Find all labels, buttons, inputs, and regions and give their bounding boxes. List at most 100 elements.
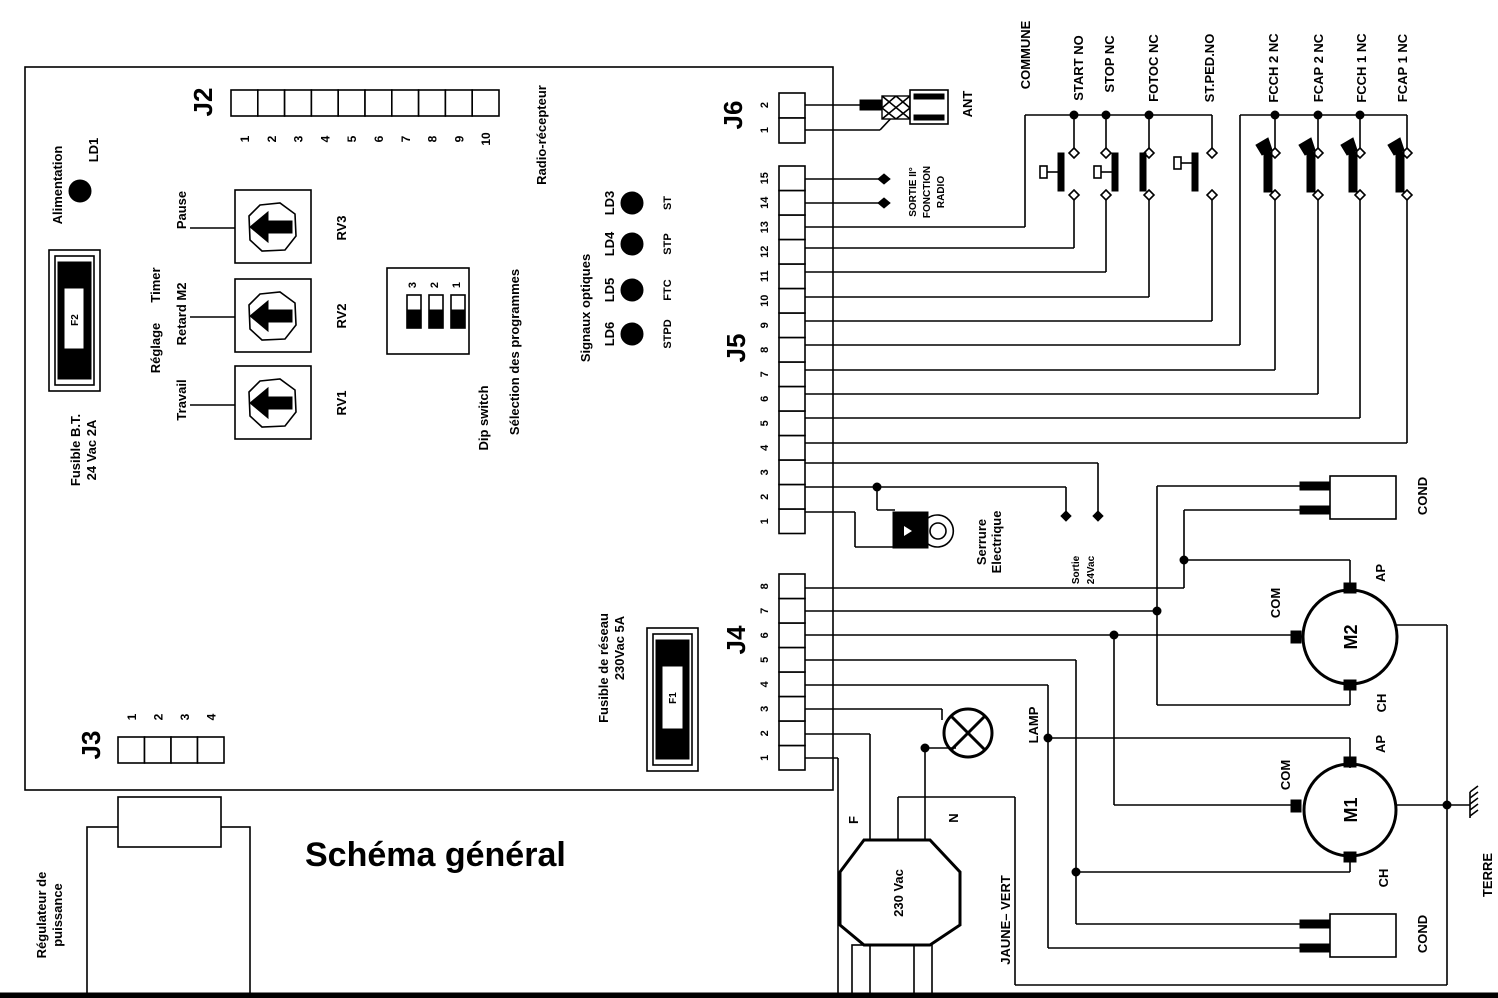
j4-pin-label: 5 — [759, 657, 771, 663]
j5-pin-label: 1 — [759, 518, 771, 524]
j2-pin-label: 10 — [479, 132, 493, 146]
connector-j6: J6 2 1 — [718, 92, 806, 144]
j5-cell — [778, 434, 806, 461]
fotoc-label: FOTOC NC — [1146, 34, 1161, 102]
start-label: START NO — [1071, 35, 1086, 100]
led-icon — [620, 322, 644, 346]
j4-pin-label: 6 — [759, 632, 771, 638]
fuse-f1: F1 Fusible de réseau 230Vac 5A — [596, 613, 699, 772]
rv1-label: RV1 — [334, 390, 349, 415]
j5-cell — [778, 165, 806, 192]
ld1-desc: Alimentation — [50, 146, 65, 225]
j2-cell — [337, 89, 366, 117]
travail-label: Travail — [174, 379, 189, 420]
j4-cell — [778, 597, 806, 624]
capacitor-bottom: COND — [1299, 913, 1430, 958]
j5-pin-label: 5 — [759, 420, 771, 426]
j5-cell — [778, 483, 806, 510]
led-id: LD3 — [602, 191, 617, 216]
power-regulator: Régulateur de puissance — [34, 796, 251, 998]
j5-cell — [778, 385, 806, 412]
j2-pin-label: 7 — [399, 135, 413, 142]
sortie2-l3: RADIO — [936, 176, 947, 208]
j5-pin-label: 12 — [759, 246, 771, 258]
motor-m1: M1 COM AP CH — [1278, 735, 1398, 887]
m1-label: M1 — [1341, 797, 1361, 822]
f1-desc-1: Fusible de réseau — [596, 613, 611, 723]
rv3-label: RV3 — [334, 215, 349, 240]
limit-switches — [805, 110, 1414, 444]
j2-cell — [230, 89, 259, 117]
sortie2-l1: SORTIE II° — [908, 167, 919, 217]
n-label: N — [946, 813, 961, 822]
sortie2-l2: FONCTION — [922, 166, 933, 218]
trimmer-rv2: RV2 — [234, 278, 349, 353]
j2-cell — [256, 89, 286, 117]
f2-desc-2: 24 Vac 2A — [84, 419, 99, 480]
led-signal: STPD — [662, 319, 674, 348]
led-ld1: LD1 Alimentation — [50, 138, 101, 225]
j2-cell — [283, 89, 313, 117]
j4-pin-label: 2 — [759, 730, 771, 736]
j6-pin-1: 1 — [759, 127, 771, 133]
j3-cell — [117, 736, 146, 764]
cond-top-label: COND — [1415, 477, 1430, 515]
j4-cell — [778, 646, 806, 673]
fcap2-label: FCAP 2 NC — [1311, 33, 1326, 102]
j4-cell — [778, 720, 806, 747]
j2-pin-label: 4 — [318, 135, 332, 142]
j5-cell — [778, 312, 806, 339]
plug-label: 230 Vac — [891, 869, 906, 917]
j5-pin-label: 2 — [759, 494, 771, 500]
f1-label: F1 — [668, 692, 679, 704]
dip-label-2: Sélection des programmes — [507, 269, 522, 435]
sortie24-l2: 24Vac — [1086, 555, 1097, 584]
dip-pin-2: 2 — [429, 282, 441, 288]
j5-cell — [778, 238, 806, 265]
stped-label: ST.PED.NO — [1202, 34, 1217, 103]
capacitor-top: COND — [1299, 475, 1430, 520]
lamp-icon — [942, 707, 994, 759]
lock-and-24v: Sortie 24Vac Serrure Electrique — [805, 462, 1104, 584]
j4-pin-label: 4 — [759, 680, 771, 687]
m2-com: COM — [1268, 588, 1283, 618]
m2-label: M2 — [1341, 624, 1361, 649]
fcap1-label: FCAP 1 NC — [1395, 33, 1410, 102]
regulateur-l1: Régulateur de — [34, 872, 49, 959]
j5-cell — [778, 336, 806, 363]
j4-pin-label: 1 — [759, 755, 771, 761]
j5-pin-label: 14 — [759, 196, 771, 209]
lamp-label: LAMP — [1026, 706, 1041, 743]
j2-label: J2 — [188, 88, 218, 117]
j3-cell — [143, 736, 172, 764]
j3-pin-label: 2 — [152, 713, 166, 720]
led-signal: FTC — [662, 279, 674, 300]
stop-label: STOP NC — [1102, 35, 1117, 93]
j4-cell — [778, 622, 806, 649]
reglage-label: Réglage — [148, 323, 163, 374]
j2-cell — [444, 89, 473, 117]
led-id: LD6 — [602, 322, 617, 347]
m1-ap: AP — [1373, 735, 1388, 753]
led-signal: STP — [662, 233, 674, 254]
power-wiring: LAMP M2 COM AP CH M1 COM AP CH — [805, 475, 1495, 998]
pause-label: Pause — [174, 191, 189, 229]
j5-pin-label: 6 — [759, 396, 771, 402]
j2-pin-label: 5 — [345, 135, 359, 142]
j5-pin-label: 9 — [759, 322, 771, 328]
trimmers: RV3 RV2 RV1 Pause Retard M2 Travail Régl… — [148, 189, 349, 440]
j5-pin-label: 7 — [759, 371, 771, 377]
cond-bottom-label: COND — [1415, 915, 1430, 953]
sortie24-l1: Sortie — [1071, 555, 1082, 584]
j5-pin-label: 11 — [759, 270, 771, 282]
led-icon — [620, 191, 644, 215]
j2-cell — [364, 89, 393, 117]
j5-cell — [778, 361, 806, 388]
dip-pin-1: 1 — [451, 282, 463, 288]
page-title: Schéma général — [305, 836, 566, 874]
j5-pin-label: 15 — [759, 172, 771, 184]
j5-pin-label: 3 — [759, 469, 771, 475]
